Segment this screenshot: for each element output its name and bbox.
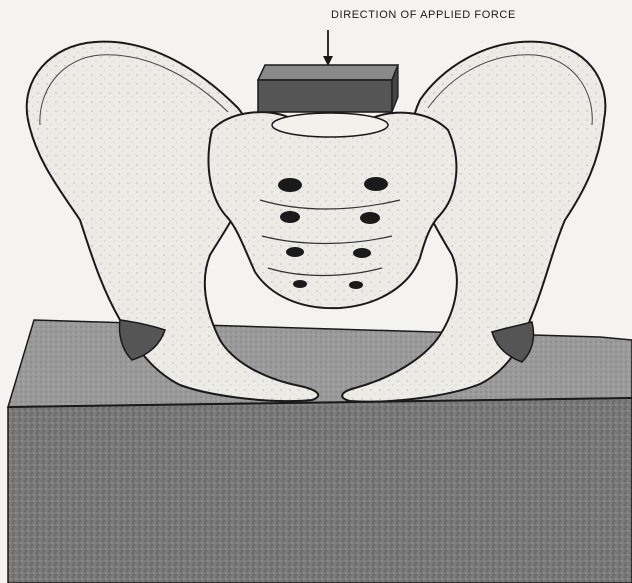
- sacral-foramen: [349, 281, 363, 289]
- sacrum: [209, 112, 457, 308]
- base-block-front: [8, 398, 632, 583]
- load-block-front: [258, 80, 392, 112]
- sacral-foramen: [353, 248, 371, 258]
- sacral-foramen: [286, 247, 304, 257]
- base-block-top: [8, 320, 632, 407]
- sacral-foramen: [360, 212, 380, 224]
- sacral-foramen: [280, 211, 300, 223]
- vertebral-body: [272, 113, 388, 137]
- sacral-foramen: [278, 178, 302, 192]
- force-annotation: DIRECTION OF APPLIED FORCE: [331, 9, 516, 21]
- sacral-foramen: [293, 280, 307, 288]
- sacral-foramen: [364, 177, 388, 191]
- load-block-top: [258, 65, 398, 80]
